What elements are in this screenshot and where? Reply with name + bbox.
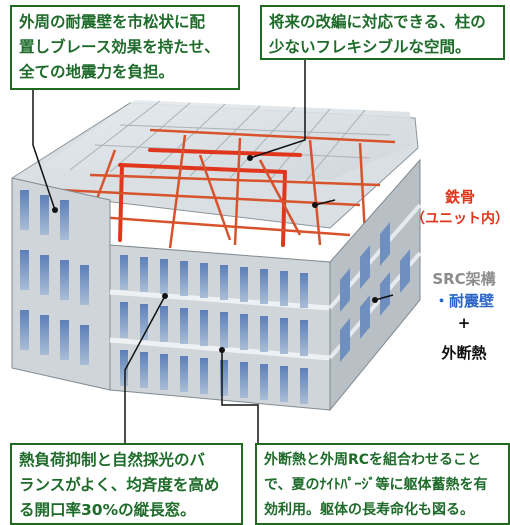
callout-top-left: 外周の耐震壁を市松状に配 置しブレース効果を持たせ、 全ての地震力を負担。	[10, 5, 240, 90]
callout-top-right: 将来の改編に対応できる、柱の 少ないフレキシブルな空間。	[260, 5, 505, 60]
steel-frame	[118, 148, 302, 247]
leader-lines	[32, 58, 394, 455]
callout-bottom-right: 外断熱と外周RCを組合わせること で、夏のﾅｲﾄﾊﾟｰｼﾞ等に躯体蓄熱を有 効利…	[255, 443, 510, 525]
src-label-group: SRC架構 ・耐震壁 + 外断熱	[418, 268, 510, 364]
steel-label-line1: 鉄骨	[444, 188, 475, 206]
leader-dots	[52, 155, 378, 353]
shear-wall-label: ・耐震壁	[433, 292, 494, 310]
left-windows	[20, 190, 89, 365]
src-label: SRC架構	[432, 270, 496, 288]
right-windows	[340, 222, 410, 362]
front-windows	[120, 255, 308, 404]
steel-label-line2: （ユニット内）	[411, 211, 509, 227]
steel-label: 鉄骨 （ユニット内）	[410, 186, 510, 230]
callout-bottom-left: 熱負荷抑制と自然採光のバ ランスがよく、均斉度を高め る開口率30%の縦長窓。	[10, 443, 243, 525]
right-facade	[329, 158, 421, 412]
steel-beams	[59, 128, 396, 249]
ext-insulation-label: 外断熱	[441, 344, 487, 362]
plus-label: +	[457, 314, 471, 332]
